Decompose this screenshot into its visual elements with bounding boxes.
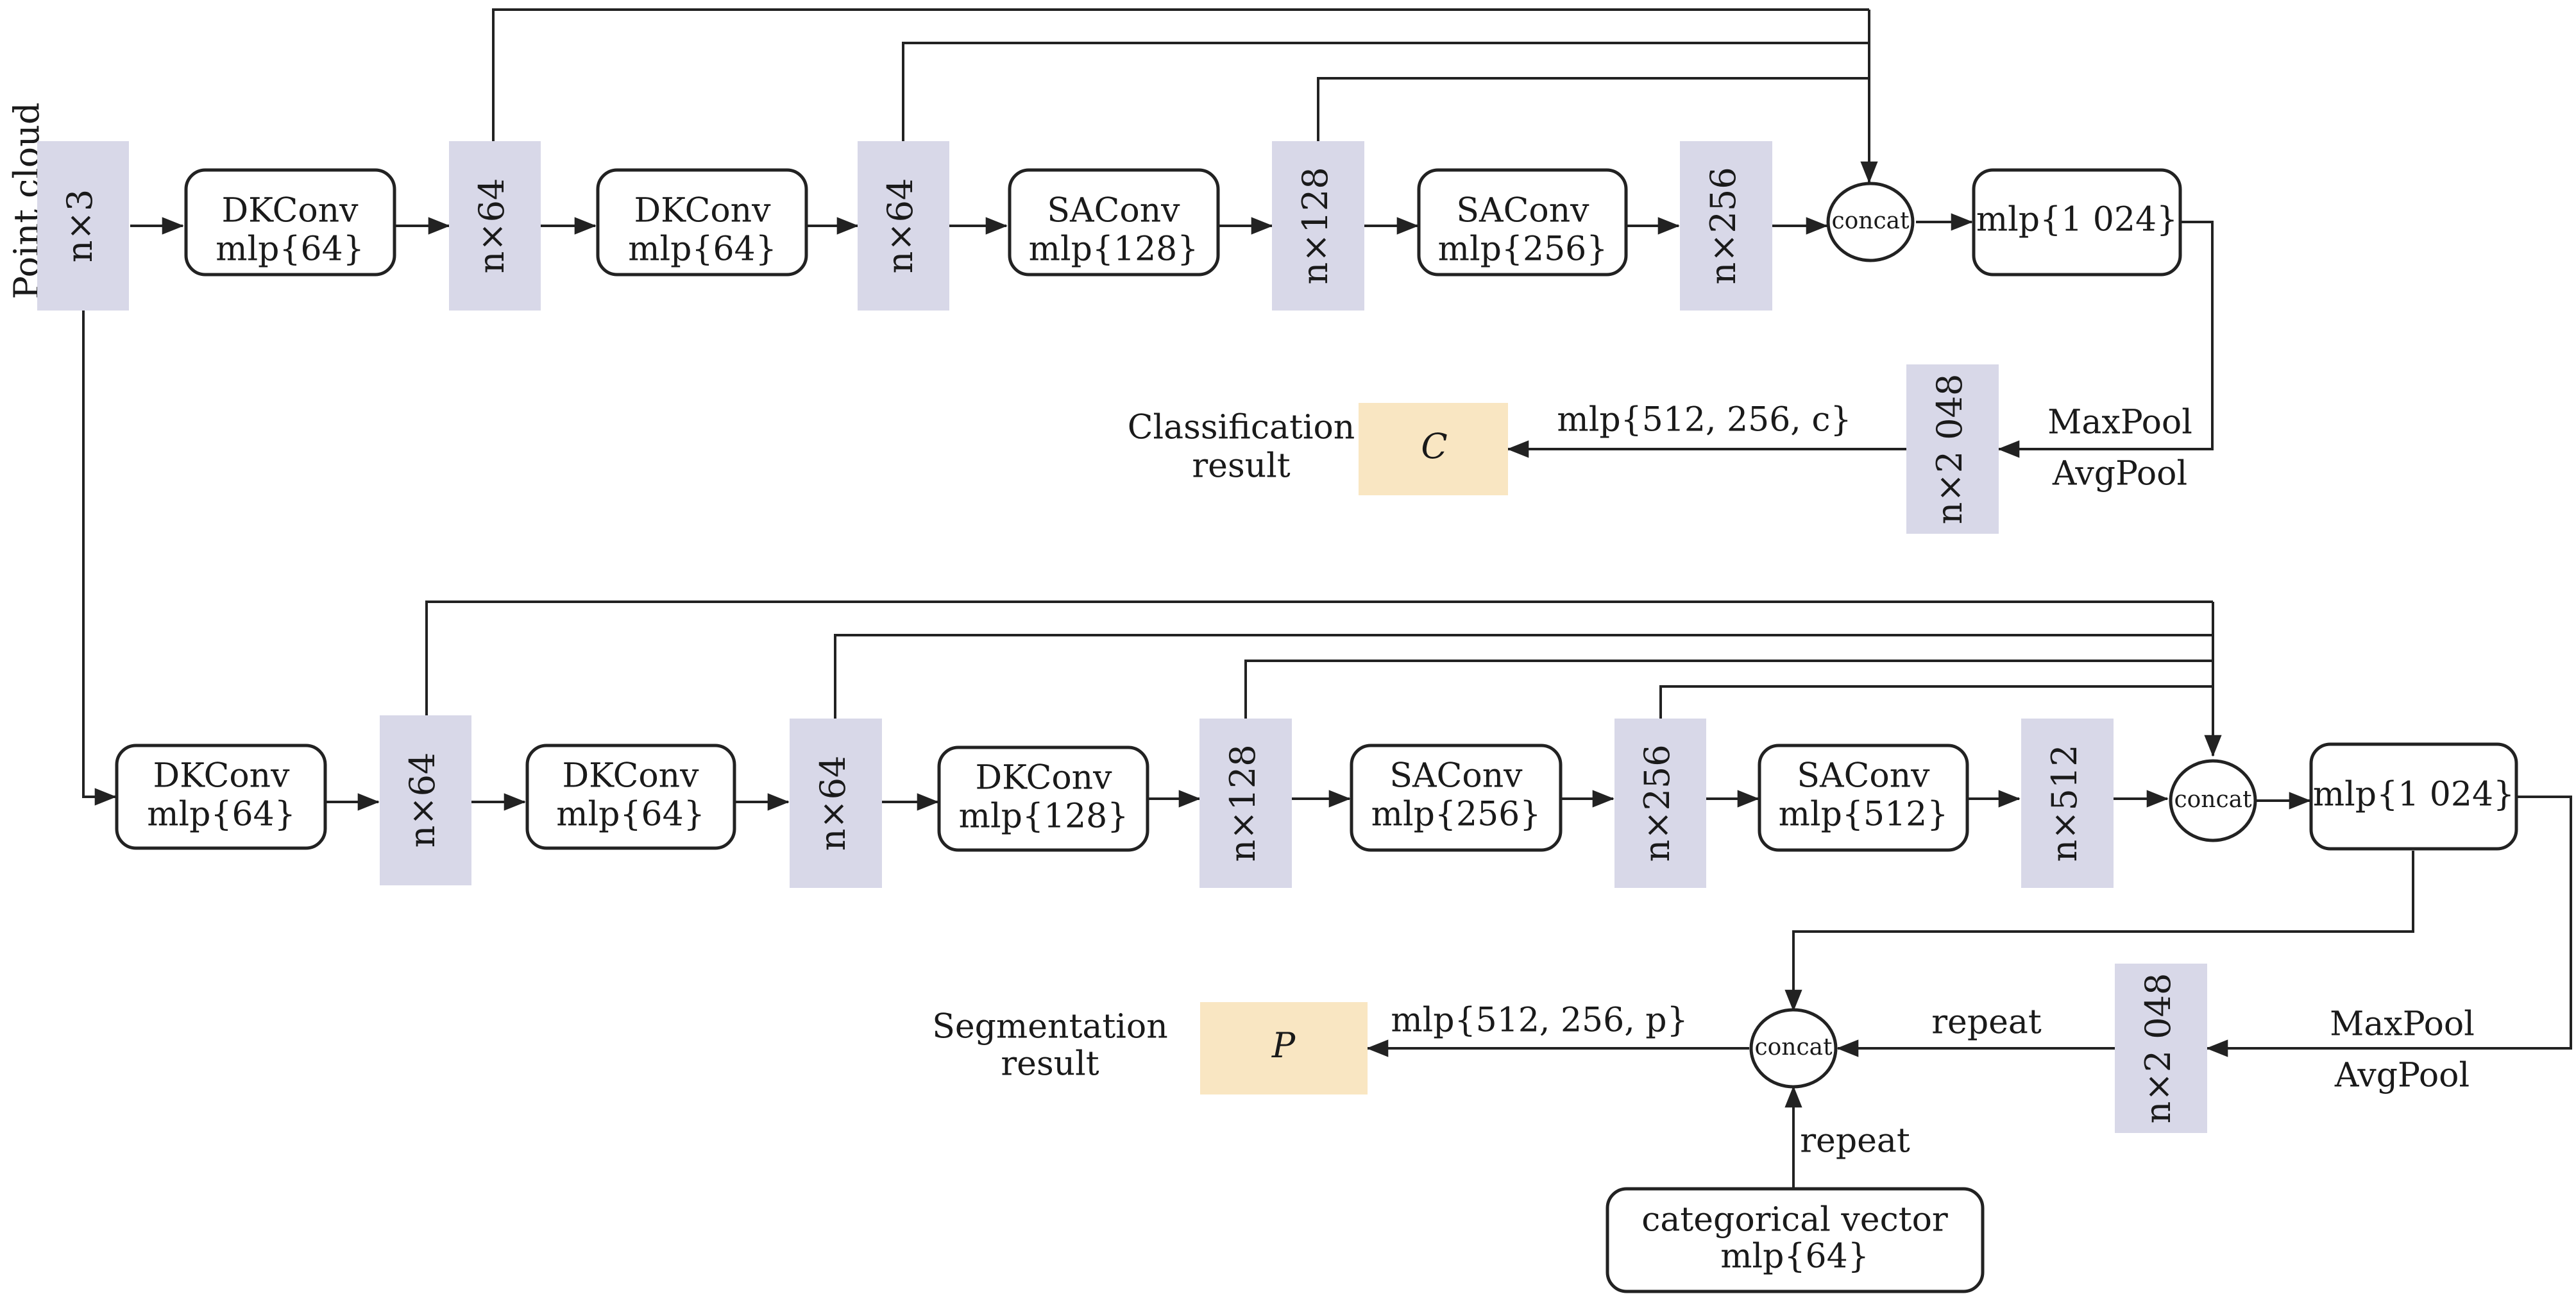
- bottom-block-4-mlp: mlp{256}: [1371, 796, 1541, 834]
- top-global-feature: [1906, 364, 1999, 534]
- segmentation-result-block: [1200, 1002, 1368, 1094]
- arrow: [1784, 851, 2414, 1012]
- skip-connection: [425, 600, 2213, 715]
- top-block-3-type: SAConv: [1047, 192, 1180, 230]
- top-concat-node: [1826, 182, 1915, 262]
- categorical-vector-mlp: mlp{64}: [1720, 1238, 1869, 1276]
- classification-result-label-1: Classification: [1128, 409, 1355, 447]
- bottom-feature-1: [380, 715, 471, 885]
- top-block-4: [1417, 168, 1628, 277]
- top-feature-2: [858, 141, 949, 311]
- top-block-2-type: DKConv: [634, 192, 771, 230]
- skip-connection: [902, 42, 1869, 141]
- bottom-global-feature-dim: n×2 048: [2138, 973, 2178, 1124]
- top-concat-label: concat: [1831, 208, 1910, 234]
- bottom-block-3: [937, 745, 1149, 852]
- skip-connection: [1317, 77, 1869, 141]
- categorical-vector-label: categorical vector: [1641, 1201, 1948, 1239]
- bottom-mlp-1024: [2309, 742, 2518, 851]
- bottom-concat-label: concat: [2174, 787, 2252, 813]
- top-feature-1: [449, 141, 541, 311]
- connectors: [82, 8, 2572, 1189]
- segmentation-head-mlp: mlp{512, 256, p}: [1391, 1001, 1688, 1040]
- top-block-4-type: SAConv: [1456, 192, 1589, 230]
- classification-result-block: [1359, 403, 1508, 495]
- skip-connection: [492, 8, 1869, 141]
- bottom-block-1-mlp: mlp{64}: [147, 796, 296, 834]
- bottom-feature-5-dim: n×512: [2044, 744, 2085, 862]
- top-feature-1-dim: n×64: [471, 178, 512, 274]
- bottom-block-4-type: SAConv: [1389, 757, 1523, 796]
- top-feature-2-dim: n×64: [880, 178, 920, 274]
- top-block-1-type: DKConv: [221, 192, 359, 230]
- top-maxpool-label: MaxPool: [2047, 404, 2192, 442]
- bottom-avgpool-label: AvgPool: [2334, 1057, 2470, 1095]
- bottom-block-1: [115, 744, 327, 850]
- bottom-block-2-type: DKConv: [562, 757, 699, 796]
- bottom-block-1-type: DKConv: [153, 757, 290, 796]
- arrow: [82, 311, 117, 806]
- segmentation-result-label-1: Segmentation: [932, 1008, 1167, 1046]
- top-block-4-mlp: mlp{256}: [1438, 230, 1608, 269]
- classification-head-mlp: mlp{512, 256, c}: [1557, 401, 1851, 439]
- top-block-3-mlp: mlp{128}: [1029, 230, 1199, 269]
- top-block-1: [184, 168, 396, 277]
- bottom-feature-5: [2021, 719, 2114, 888]
- bottom-block-2: [525, 744, 736, 850]
- arrow: [1997, 221, 2214, 458]
- bottom-feature-2: [790, 719, 882, 888]
- top-block-2-mlp: mlp{64}: [628, 230, 777, 269]
- top-feature-4: [1680, 141, 1772, 311]
- arrow: [2206, 796, 2572, 1057]
- bottom-block-4: [1350, 744, 1563, 852]
- segmentation-result-letter: P: [1271, 1025, 1296, 1066]
- bottom-concat-node: [2169, 759, 2257, 842]
- bottom-feature-4-dim: n×256: [1637, 744, 1677, 862]
- bottom-mlp-1024-label: mlp{1 024}: [2313, 776, 2514, 814]
- repeat-category-label: repeat: [1800, 1122, 1910, 1161]
- bottom-feature-3: [1199, 719, 1292, 888]
- bottom-feature-3-dim: n×128: [1223, 744, 1263, 862]
- bottom-block-3-type: DKConv: [975, 759, 1112, 797]
- bottom-block-5: [1758, 744, 1969, 852]
- skip-connection: [834, 634, 2213, 719]
- bottom-global-feature: [2115, 964, 2207, 1133]
- skip-connection: [1659, 685, 2213, 719]
- bottom-feature-4: [1614, 719, 1706, 888]
- top-avgpool-label: AvgPool: [2052, 455, 2187, 493]
- top-mlp-1024-label: mlp{1 024}: [1976, 201, 2178, 239]
- top-block-1-mlp: mlp{64}: [216, 230, 364, 269]
- bottom-block-5-mlp: mlp{512}: [1779, 796, 1949, 834]
- top-feature-3: [1272, 141, 1364, 311]
- bottom-maxpool-label: MaxPool: [2330, 1005, 2475, 1044]
- skip-connection: [1244, 660, 2213, 719]
- output-concat-node: [1749, 1008, 1838, 1089]
- repeat-global-label: repeat: [1931, 1003, 2042, 1042]
- top-mlp-1024: [1972, 168, 2182, 277]
- input-dim-label: n×3: [60, 189, 100, 262]
- top-block-3: [1008, 168, 1220, 277]
- bottom-block-5-type: SAConv: [1797, 757, 1930, 796]
- output-concat-label: concat: [1754, 1034, 1833, 1060]
- top-feature-4-dim: n×256: [1703, 167, 1743, 284]
- bottom-block-2-mlp: mlp{64}: [556, 796, 705, 834]
- bottom-feature-2-dim: n×64: [813, 756, 853, 851]
- top-feature-3-dim: n×128: [1295, 167, 1335, 284]
- bottom-block-3-mlp: mlp{128}: [959, 797, 1129, 836]
- top-global-feature-dim: n×2 048: [1929, 374, 1970, 525]
- segmentation-result-label-2: result: [1001, 1045, 1099, 1084]
- input-feature-block: [37, 141, 129, 311]
- classification-result-letter: C: [1421, 426, 1447, 466]
- top-block-2: [596, 168, 808, 277]
- classification-result-label-2: result: [1192, 447, 1290, 486]
- bottom-feature-1-dim: n×64: [402, 753, 443, 848]
- categorical-vector-block: [1606, 1187, 1985, 1293]
